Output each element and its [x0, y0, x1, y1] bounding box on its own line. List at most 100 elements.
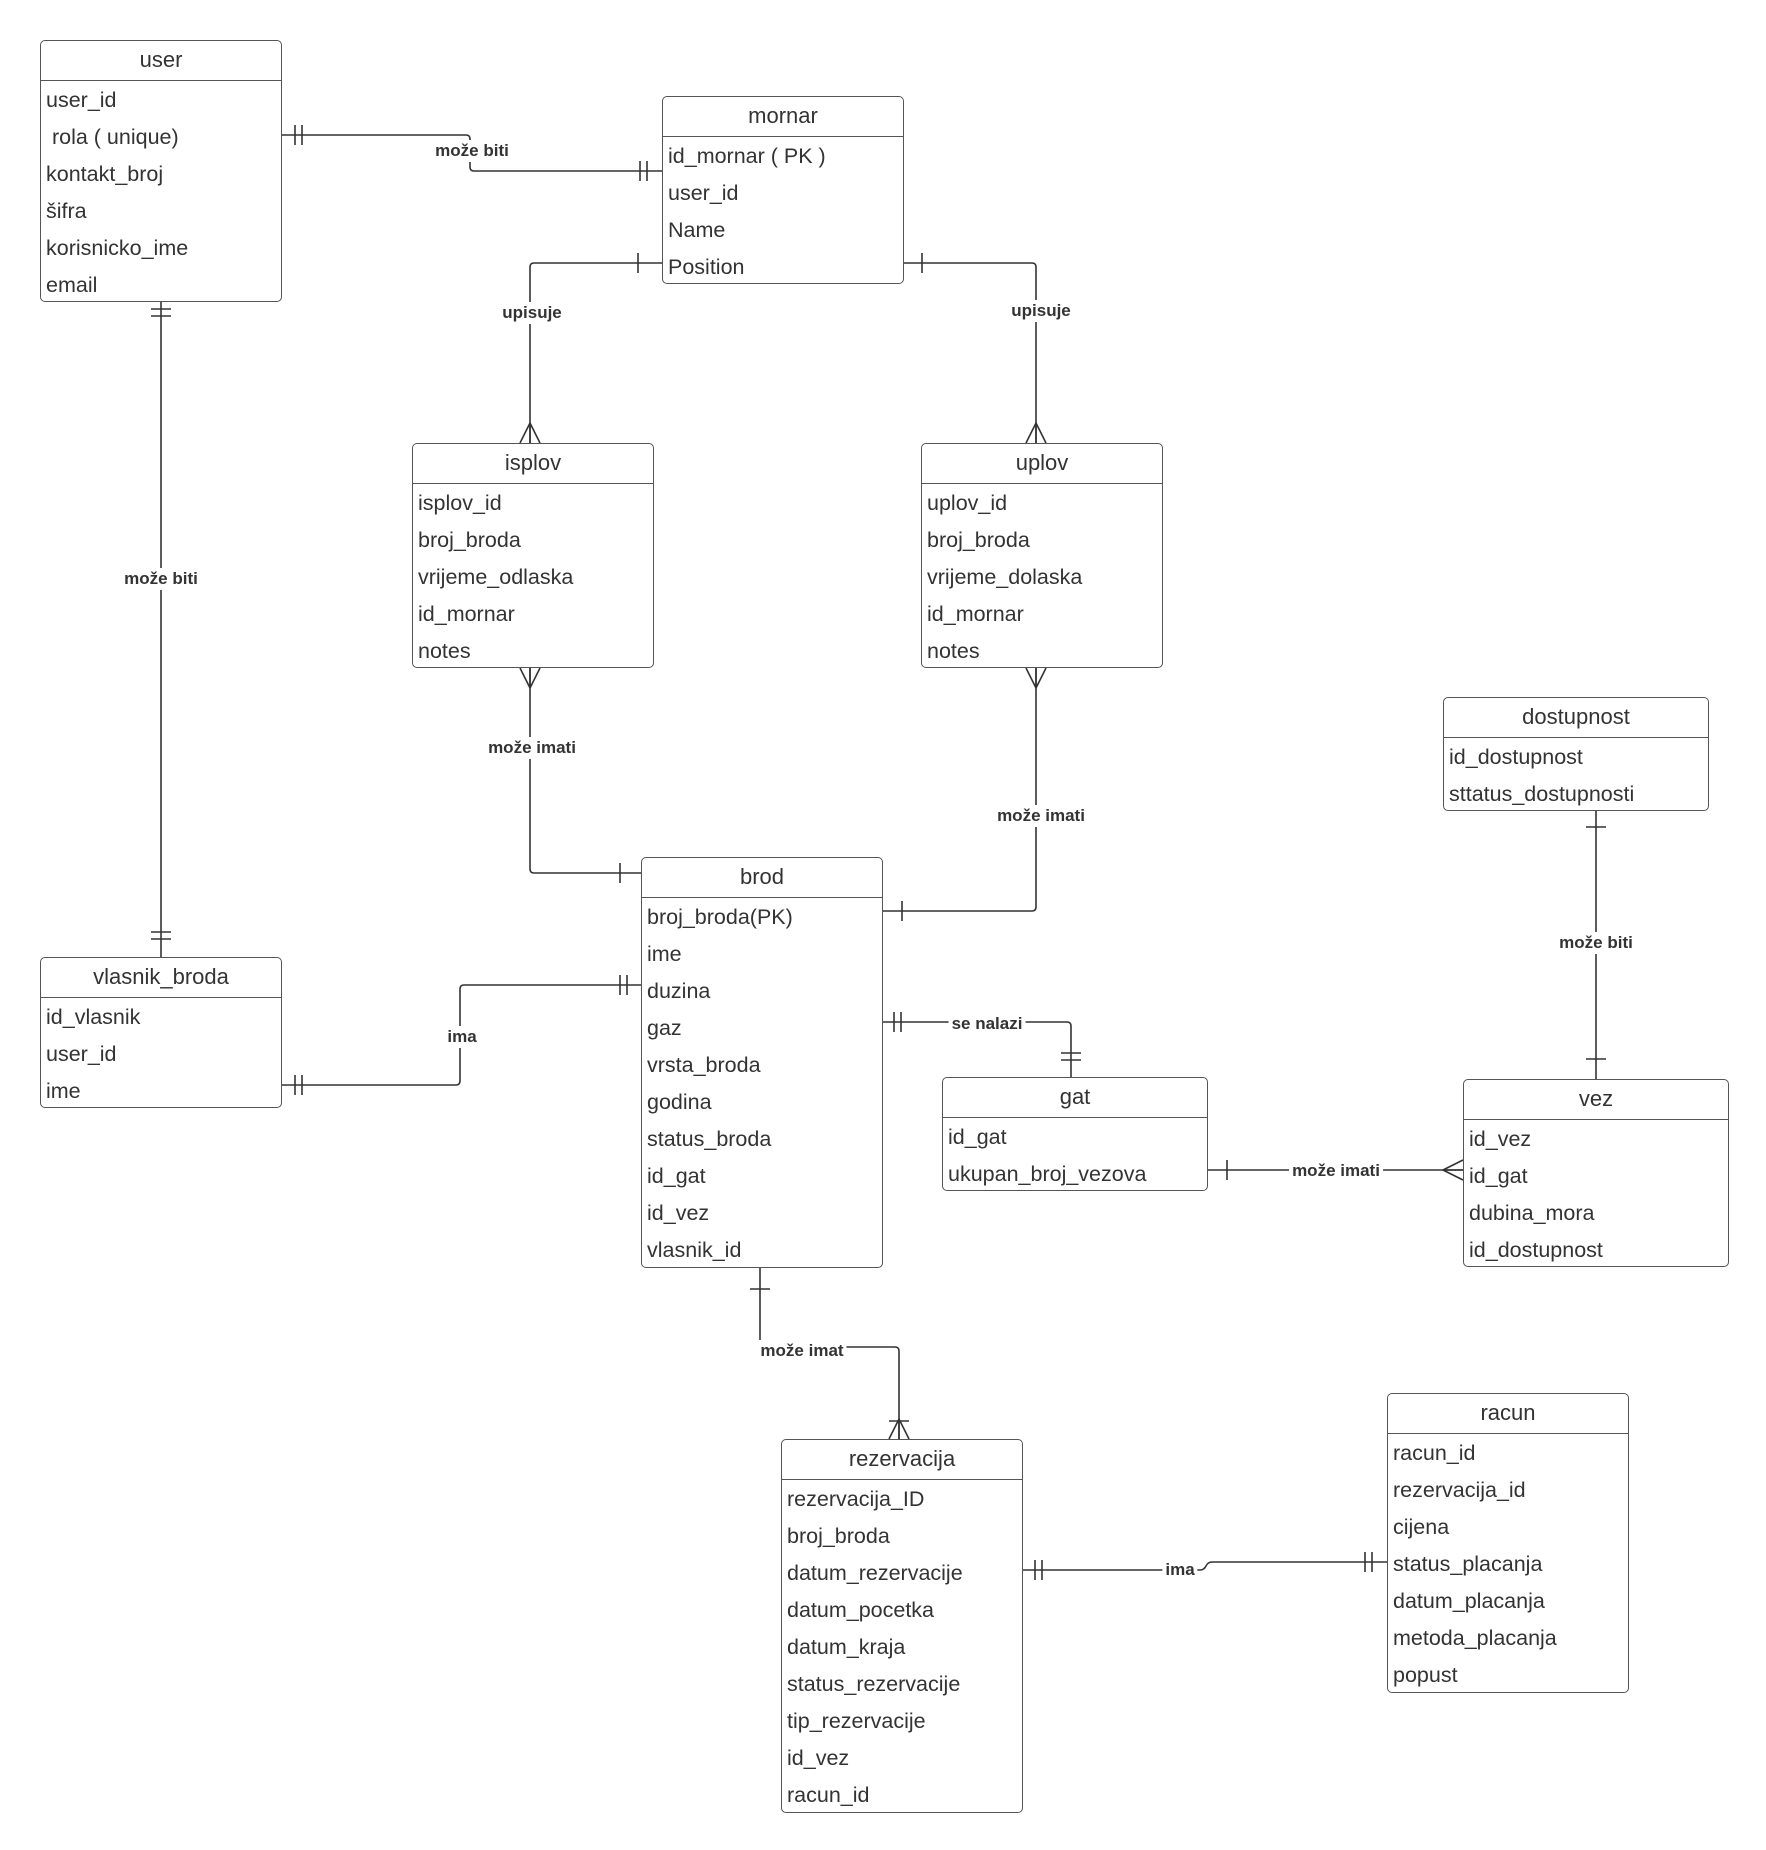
attribute-list: id_vez id_gat dubina_mora id_dostupnost	[1464, 1120, 1728, 1269]
attribute: šifra	[46, 199, 87, 223]
attribute-list: user_id rola ( unique) kontakt_broj šifr…	[41, 81, 281, 304]
attribute: id_mornar	[418, 602, 515, 626]
attribute: status_placanja	[1393, 1552, 1543, 1576]
attribute: uplov_id	[927, 491, 1008, 515]
attribute-list: id_mornar ( PK ) user_id Name Position	[663, 137, 903, 286]
attribute: id_vez	[647, 1201, 710, 1225]
attribute: cijena	[1393, 1515, 1450, 1539]
relationship-label-mornar-isplov: upisuje	[499, 302, 565, 324]
attribute: id_gat	[1469, 1164, 1528, 1188]
attribute: ukupan_broj_vezova	[948, 1162, 1147, 1186]
attribute: rola ( unique)	[46, 125, 179, 149]
entity-vlasnik-broda[interactable]: vlasnik_broda id_vlasnik user_id ime	[40, 957, 282, 1108]
attribute: metoda_placanja	[1393, 1626, 1557, 1650]
attribute: notes	[927, 639, 980, 663]
attribute-list: id_dostupnost sttatus_dostupnosti	[1444, 738, 1708, 813]
attribute: id_vez	[787, 1746, 850, 1770]
attribute: vlasnik_id	[647, 1238, 742, 1262]
entity-racun[interactable]: racun racun_id rezervacija_id cijena sta…	[1387, 1393, 1629, 1693]
attribute: rezervacija_id	[1393, 1478, 1526, 1502]
marker-crowfoot	[519, 422, 541, 444]
attribute: id_mornar ( PK )	[668, 144, 826, 168]
attribute: racun_id	[1393, 1441, 1476, 1465]
entity-title: vez	[1464, 1080, 1728, 1120]
attribute: user_id	[668, 181, 739, 205]
attribute: vrijeme_dolaska	[927, 565, 1083, 589]
attribute: vrijeme_odlaska	[418, 565, 574, 589]
entity-title: uplov	[922, 444, 1162, 484]
entity-title: rezervacija	[782, 1440, 1022, 1480]
marker-crowfoot	[519, 667, 541, 689]
entity-brod[interactable]: brod broj_broda(PK) ime duzina gaz vrsta…	[641, 857, 883, 1268]
connector-mornar-isplov	[529, 262, 662, 443]
attribute: racun_id	[787, 1783, 870, 1807]
attribute: datum_kraja	[787, 1635, 906, 1659]
connector-isplov-brod	[529, 668, 641, 874]
attribute: broj_broda(PK)	[647, 905, 793, 929]
relationship-label-isplov-brod: može imati	[485, 737, 579, 759]
attribute: isplov_id	[418, 491, 502, 515]
attribute: user_id	[46, 88, 117, 112]
attribute: datum_placanja	[1393, 1589, 1545, 1613]
connector-brod-rezervacija	[759, 1268, 900, 1439]
connector-mornar-uplov	[904, 262, 1037, 443]
marker-crowfoot	[1025, 422, 1047, 444]
attribute: id_vez	[1469, 1127, 1532, 1151]
entity-user[interactable]: user user_id rola ( unique) kontakt_broj…	[40, 40, 282, 302]
attribute: vrsta_broda	[647, 1053, 761, 1077]
attribute: tip_rezervacije	[787, 1709, 926, 1733]
entity-title: brod	[642, 858, 882, 898]
relationship-label-user-vlasnik: može biti	[121, 568, 201, 590]
attribute-list: isplov_id broj_broda vrijeme_odlaska id_…	[413, 484, 653, 670]
attribute: id_dostupnost	[1469, 1238, 1603, 1262]
marker-crowfoot	[888, 1418, 910, 1440]
attribute: duzina	[647, 979, 711, 1003]
entity-isplov[interactable]: isplov isplov_id broj_broda vrijeme_odla…	[412, 443, 654, 668]
attribute: ime	[647, 942, 682, 966]
attribute: ime	[46, 1079, 81, 1103]
attribute: godina	[647, 1090, 712, 1114]
attribute: notes	[418, 639, 471, 663]
entity-dostupnost[interactable]: dostupnost id_dostupnost sttatus_dostupn…	[1443, 697, 1709, 811]
entity-vez[interactable]: vez id_vez id_gat dubina_mora id_dostupn…	[1463, 1079, 1729, 1267]
entity-title: racun	[1388, 1394, 1628, 1434]
relationship-label-rezervacija-racun: ima	[1162, 1559, 1198, 1581]
entity-title: gat	[943, 1078, 1207, 1118]
attribute: datum_rezervacije	[787, 1561, 963, 1585]
attribute: id_gat	[647, 1164, 706, 1188]
relationship-label-user-mornar: može biti	[432, 140, 512, 162]
attribute: popust	[1393, 1663, 1458, 1687]
attribute-list: uplov_id broj_broda vrijeme_dolaska id_m…	[922, 484, 1162, 670]
entity-rezervacija[interactable]: rezervacija rezervacija_ID broj_broda da…	[781, 1439, 1023, 1813]
relationship-label-brod-rezervacija: može imat	[757, 1340, 847, 1362]
entity-gat[interactable]: gat id_gat ukupan_broj_vezova	[942, 1077, 1208, 1191]
entity-uplov[interactable]: uplov uplov_id broj_broda vrijeme_dolask…	[921, 443, 1163, 668]
attribute: broj_broda	[787, 1524, 890, 1548]
attribute: id_gat	[948, 1125, 1007, 1149]
attribute: Name	[668, 218, 726, 242]
attribute: status_rezervacije	[787, 1672, 961, 1696]
attribute: id_vlasnik	[46, 1005, 141, 1029]
entity-title: mornar	[663, 97, 903, 137]
attribute: broj_broda	[927, 528, 1030, 552]
attribute-list: id_vlasnik user_id ime	[41, 998, 281, 1110]
attribute: email	[46, 273, 98, 297]
attribute-list: broj_broda(PK) ime duzina gaz vrsta_brod…	[642, 898, 882, 1269]
connector-uplov-brod	[883, 668, 1037, 912]
attribute: status_broda	[647, 1127, 772, 1151]
attribute-list: id_gat ukupan_broj_vezova	[943, 1118, 1207, 1193]
attribute: Position	[668, 255, 745, 279]
entity-title: user	[41, 41, 281, 81]
marker-crowfoot	[1025, 667, 1047, 689]
entity-title: vlasnik_broda	[41, 958, 281, 998]
relationship-label-mornar-uplov: upisuje	[1008, 300, 1074, 322]
attribute: sttatus_dostupnosti	[1449, 782, 1635, 806]
attribute-list: racun_id rezervacija_id cijena status_pl…	[1388, 1434, 1628, 1694]
attribute: user_id	[46, 1042, 117, 1066]
relationship-label-gat-vez: može imati	[1289, 1160, 1383, 1182]
entity-mornar[interactable]: mornar id_mornar ( PK ) user_id Name Pos…	[662, 96, 904, 284]
relationship-label-vlasnik-brod: ima	[444, 1026, 480, 1048]
attribute: broj_broda	[418, 528, 521, 552]
relationship-label-dostupnost-vez: može biti	[1556, 932, 1636, 954]
connector-brod-gat	[883, 1021, 1072, 1077]
